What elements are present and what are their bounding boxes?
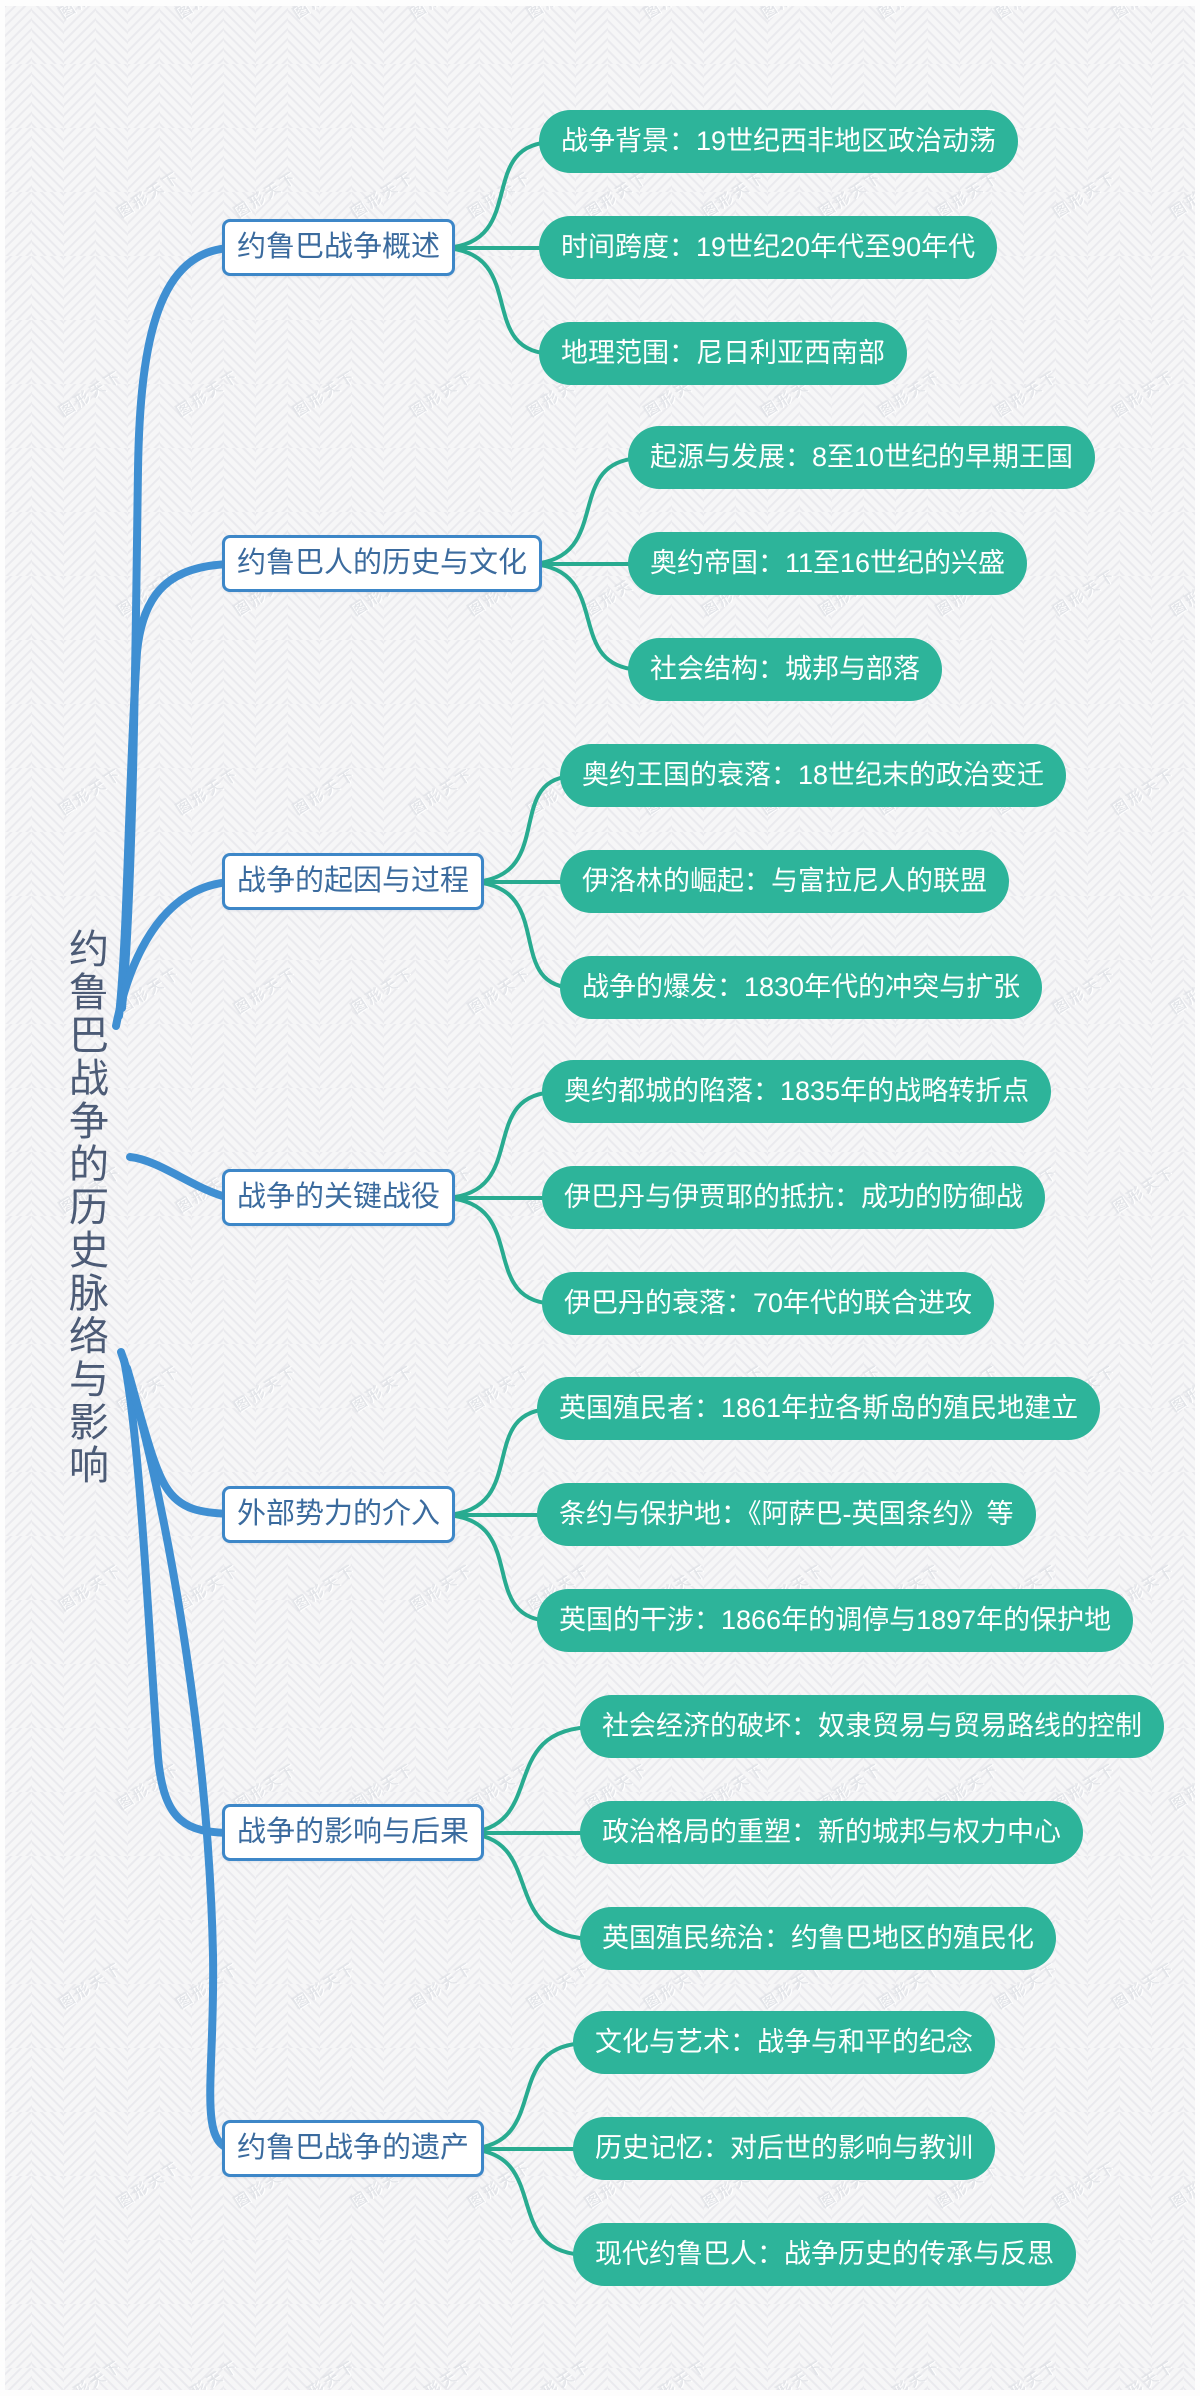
leaf-node-7-2[interactable]: 历史记忆：对后世的影响与教训 xyxy=(573,2117,995,2180)
leaf-node-5-2[interactable]: 条约与保护地：《阿萨巴-英国条约》等 xyxy=(537,1483,1036,1546)
leaf-node-2-3[interactable]: 社会结构：城邦与部落 xyxy=(628,638,942,701)
leaf-node-7-3[interactable]: 现代约鲁巴人：战争历史的传承与反思 xyxy=(573,2223,1076,2286)
branch-node-legacy[interactable]: 约鲁巴战争的遗产 xyxy=(222,2120,485,2177)
leaf-node-7-1[interactable]: 文化与艺术：战争与和平的纪念 xyxy=(573,2011,995,2074)
leaf-node-5-1[interactable]: 英国殖民者：1861年拉各斯岛的殖民地建立 xyxy=(537,1377,1101,1440)
leaf-node-3-2[interactable]: 伊洛林的崛起：与富拉尼人的联盟 xyxy=(560,850,1009,913)
leaf-node-4-3[interactable]: 伊巴丹的衰落：70年代的联合进攻 xyxy=(542,1272,995,1335)
leaf-node-1-1[interactable]: 战争背景：19世纪西非地区政治动荡 xyxy=(539,110,1019,173)
leaf-node-6-3[interactable]: 英国殖民统治：约鲁巴地区的殖民化 xyxy=(580,1907,1056,1970)
leaf-node-6-2[interactable]: 政治格局的重塑：新的城邦与权力中心 xyxy=(580,1801,1083,1864)
canvas-frame-top xyxy=(0,0,1200,6)
leaf-node-2-1[interactable]: 起源与发展：8至10世纪的早期王国 xyxy=(628,426,1096,489)
branch-leaf-connectors xyxy=(444,140,646,2257)
branch-node-history[interactable]: 约鲁巴人的历史与文化 xyxy=(222,535,543,592)
leaf-node-1-3[interactable]: 地理范围：尼日利亚西南部 xyxy=(539,322,907,385)
canvas-frame-bottom xyxy=(0,2390,1200,2396)
canvas-frame-left xyxy=(0,0,5,2396)
branch-node-overview[interactable]: 约鲁巴战争概述 xyxy=(222,219,456,276)
leaf-node-6-1[interactable]: 社会经济的破坏：奴隶贸易与贸易路线的控制 xyxy=(580,1695,1164,1758)
leaf-node-2-2[interactable]: 奥约帝国：11至16世纪的兴盛 xyxy=(628,532,1028,595)
leaf-node-1-2[interactable]: 时间跨度：19世纪20年代至90年代 xyxy=(539,216,998,279)
branch-node-external[interactable]: 外部势力的介入 xyxy=(222,1486,456,1543)
branch-node-battles[interactable]: 战争的关键战役 xyxy=(222,1169,456,1226)
leaf-node-4-1[interactable]: 奥约都城的陷落：1835年的战略转折点 xyxy=(542,1060,1052,1123)
root-branch-connectors xyxy=(112,244,234,2153)
leaf-node-5-3[interactable]: 英国的干涉：1866年的调停与1897年的保护地 xyxy=(537,1589,1134,1652)
branch-node-causes[interactable]: 战争的起因与过程 xyxy=(222,853,485,910)
branch-node-impact[interactable]: 战争的影响与后果 xyxy=(222,1804,485,1861)
leaf-node-3-1[interactable]: 奥约王国的衰落：18世纪末的政治变迁 xyxy=(560,744,1067,807)
leaf-node-4-2[interactable]: 伊巴丹与伊贾耶的抵抗：成功的防御战 xyxy=(542,1166,1045,1229)
canvas-frame-right xyxy=(1195,0,1200,2396)
leaf-node-3-3[interactable]: 战争的爆发：1830年代的冲突与扩张 xyxy=(560,956,1043,1019)
root-node[interactable]: 约鲁巴战争的历史脉络与影响 xyxy=(63,928,107,1487)
